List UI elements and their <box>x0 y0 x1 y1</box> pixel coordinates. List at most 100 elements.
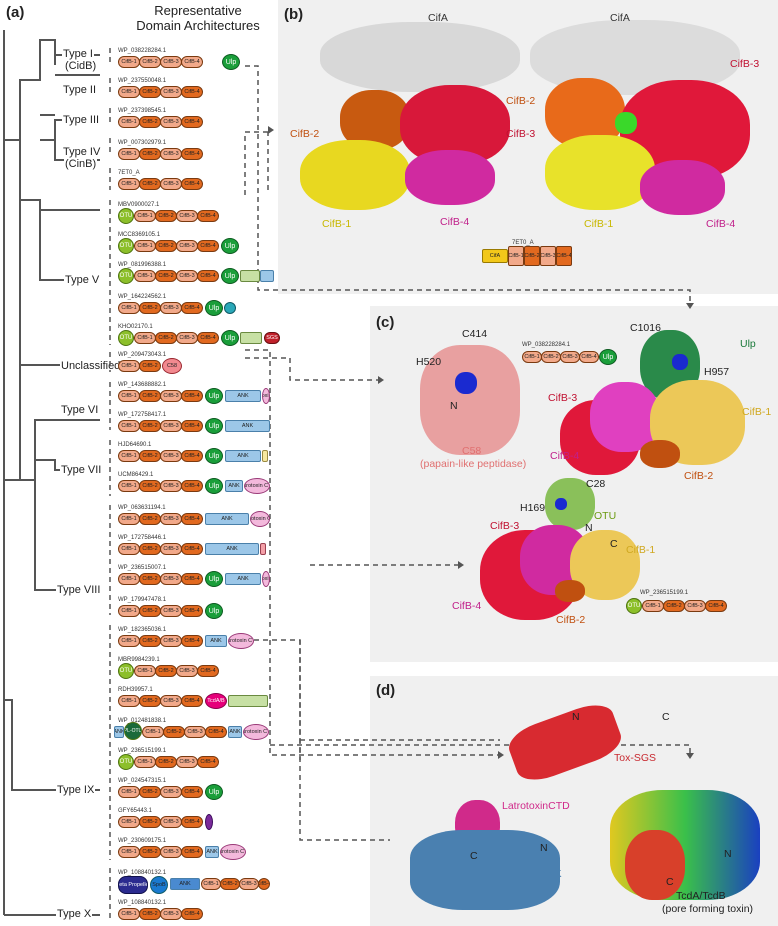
latrotoxin-domain: Latrotoxin CTD <box>220 844 246 860</box>
c-c-label: C <box>610 538 618 550</box>
accession: WP_164224562.1 <box>118 294 167 300</box>
cifb2-domain: CifB-2 <box>163 726 185 738</box>
b-cifa-label-right: CifA <box>610 12 630 24</box>
sgs-domain: SGS <box>264 332 280 344</box>
cifb1-domain: CifB-1 <box>142 726 164 738</box>
b-arch-cifa: CifA <box>482 249 508 263</box>
cifb4-domain: CifB-4 <box>197 240 219 252</box>
ulp-domain: Ulp <box>205 448 223 464</box>
ulp-domain: Ulp <box>205 300 223 316</box>
c-h520-label: H520 <box>416 356 442 368</box>
cifb3-domain: CifB-3 <box>160 480 182 492</box>
ank-domain: ANK <box>225 420 270 432</box>
c-n-label: N <box>585 522 593 534</box>
cifb2-domain: CifB-2 <box>139 605 161 617</box>
otu-active-site <box>555 498 567 510</box>
tcd-ribbon-red <box>625 830 685 900</box>
ulp-domain: Ulp <box>222 54 240 70</box>
c-arch2-otu: OTU <box>626 598 642 614</box>
accession: WP_237550048.1 <box>118 78 167 84</box>
repeat-domain <box>228 695 268 707</box>
accession: MBR9984239.1 <box>118 657 160 663</box>
cifb1-domain: CifB-1 <box>134 210 156 222</box>
cifb3-domain: CifB-3 <box>160 420 182 432</box>
cifb3-domain: CifB-3 <box>160 116 182 128</box>
type-iv-label: Type IV <box>62 146 102 158</box>
accession: WP_143688882.1 <box>118 382 167 388</box>
cifb3-domain: CifB-3 <box>176 665 198 677</box>
otu-domain: OTU <box>118 754 134 770</box>
c-arch1-cifb4: CifB-4 <box>579 351 599 363</box>
cidb-label: (CidB) <box>64 60 98 72</box>
structure-cifb-left-magenta <box>405 150 495 205</box>
c-ulp-label: Ulp <box>740 338 756 350</box>
cifb3-domain: CifB-3 <box>239 878 259 890</box>
cifb1-domain: CifB-1 <box>118 390 140 402</box>
c-cifb2-label: CifB-2 <box>684 470 714 482</box>
cifb2-domain: CifB-2 <box>220 878 240 890</box>
accession: WP_108840132.1 <box>118 900 167 906</box>
d-c-label-1: C <box>662 711 670 723</box>
ank-domain: ANK <box>205 543 259 555</box>
ank-domain: ANK <box>225 390 261 402</box>
ulp-domain: Ulp <box>221 238 239 254</box>
surface-green-patch <box>615 112 637 134</box>
latrotoxin-domain: Latrotoxin CTD <box>244 478 270 494</box>
c-c58-name: C58 <box>462 445 482 457</box>
pink-domain <box>260 543 266 555</box>
cifb4-domain: CifB-4 <box>181 420 203 432</box>
ank-domain: ANK <box>205 513 249 525</box>
cifb4-domain: CifB-4 <box>181 178 203 190</box>
c-cifb2b-label: CifB-2 <box>556 614 586 626</box>
cifb3-domain: CifB-3 <box>160 178 182 190</box>
cifb2-domain: CifB-2 <box>155 756 177 768</box>
accession: MCC8369105.1 <box>118 232 161 238</box>
d-tox-sgs-label: Tox-SGS <box>614 752 657 764</box>
accession: WP_236515007.1 <box>118 565 167 571</box>
cifb4-domain: CifB-4 <box>181 450 203 462</box>
ulp-active-site <box>672 354 688 370</box>
cifb3-domain: CifB-3 <box>160 56 182 68</box>
accession: WP_172758446.1 <box>118 535 167 541</box>
accession: WP_012481838.1 <box>118 718 167 724</box>
c-c414-label: C414 <box>462 328 488 340</box>
cifb3-domain: CifB-3 <box>160 816 182 828</box>
accession: WP_007302979.1 <box>118 140 167 146</box>
accession: WP_236515199.1 <box>118 748 167 754</box>
type-viii-label: Type VIII <box>56 584 102 596</box>
accession: GFY65443.1 <box>118 808 153 814</box>
cifb3-domain: CifB-3 <box>160 513 182 525</box>
ank-domain: ANK <box>205 635 227 647</box>
structure-cifb-left-yellow <box>300 140 410 210</box>
cifb1-domain: CifB-1 <box>118 148 140 160</box>
ank-domain: ANK <box>170 878 200 890</box>
cifb3-domain: CifB-3 <box>160 846 182 858</box>
unclassified-label: Unclassified <box>60 360 122 372</box>
c-arch2-cifb1: CifB-1 <box>642 600 664 612</box>
cifb3-domain: CifB-3 <box>160 148 182 160</box>
accession: MBV0900027.1 <box>118 202 160 208</box>
c58-domain: C58 <box>162 358 182 374</box>
cifb4-domain: CifB-4 <box>181 148 203 160</box>
latrotoxin-domain: Latrotoxin CTD <box>262 571 270 587</box>
c-arch1-cifb1: CifB-1 <box>522 351 542 363</box>
ank-domain: ANK <box>205 846 219 858</box>
c-h957-label: H957 <box>704 366 730 378</box>
ulp-domain: Ulp <box>221 330 239 346</box>
c-arch1-cifb2: CifB-2 <box>541 351 561 363</box>
b-arch-cifb1: CifB-1 <box>508 246 524 266</box>
cifb3-domain: CifB-3 <box>160 573 182 585</box>
cifb2-domain: CifB-2 <box>139 302 161 314</box>
cifb2-domain: CifB-2 <box>139 543 161 555</box>
c-accession-1: WP_038228284.1 <box>522 342 571 348</box>
c58-ribbon <box>420 345 520 455</box>
cifb4-domain: CifB-4 <box>258 878 270 890</box>
ank-ribbon <box>410 830 560 910</box>
b-cifb4-label: CifB-4 <box>440 216 470 228</box>
cifb1-domain: CifB-1 <box>118 816 140 828</box>
c-surface1-cifb2 <box>640 440 680 468</box>
cifb4-domain: CifB-4 <box>181 390 203 402</box>
cifb1-domain: CifB-1 <box>118 86 140 98</box>
teal-domain <box>224 302 236 314</box>
b-arch-cifb4: CifB-4 <box>556 246 572 266</box>
